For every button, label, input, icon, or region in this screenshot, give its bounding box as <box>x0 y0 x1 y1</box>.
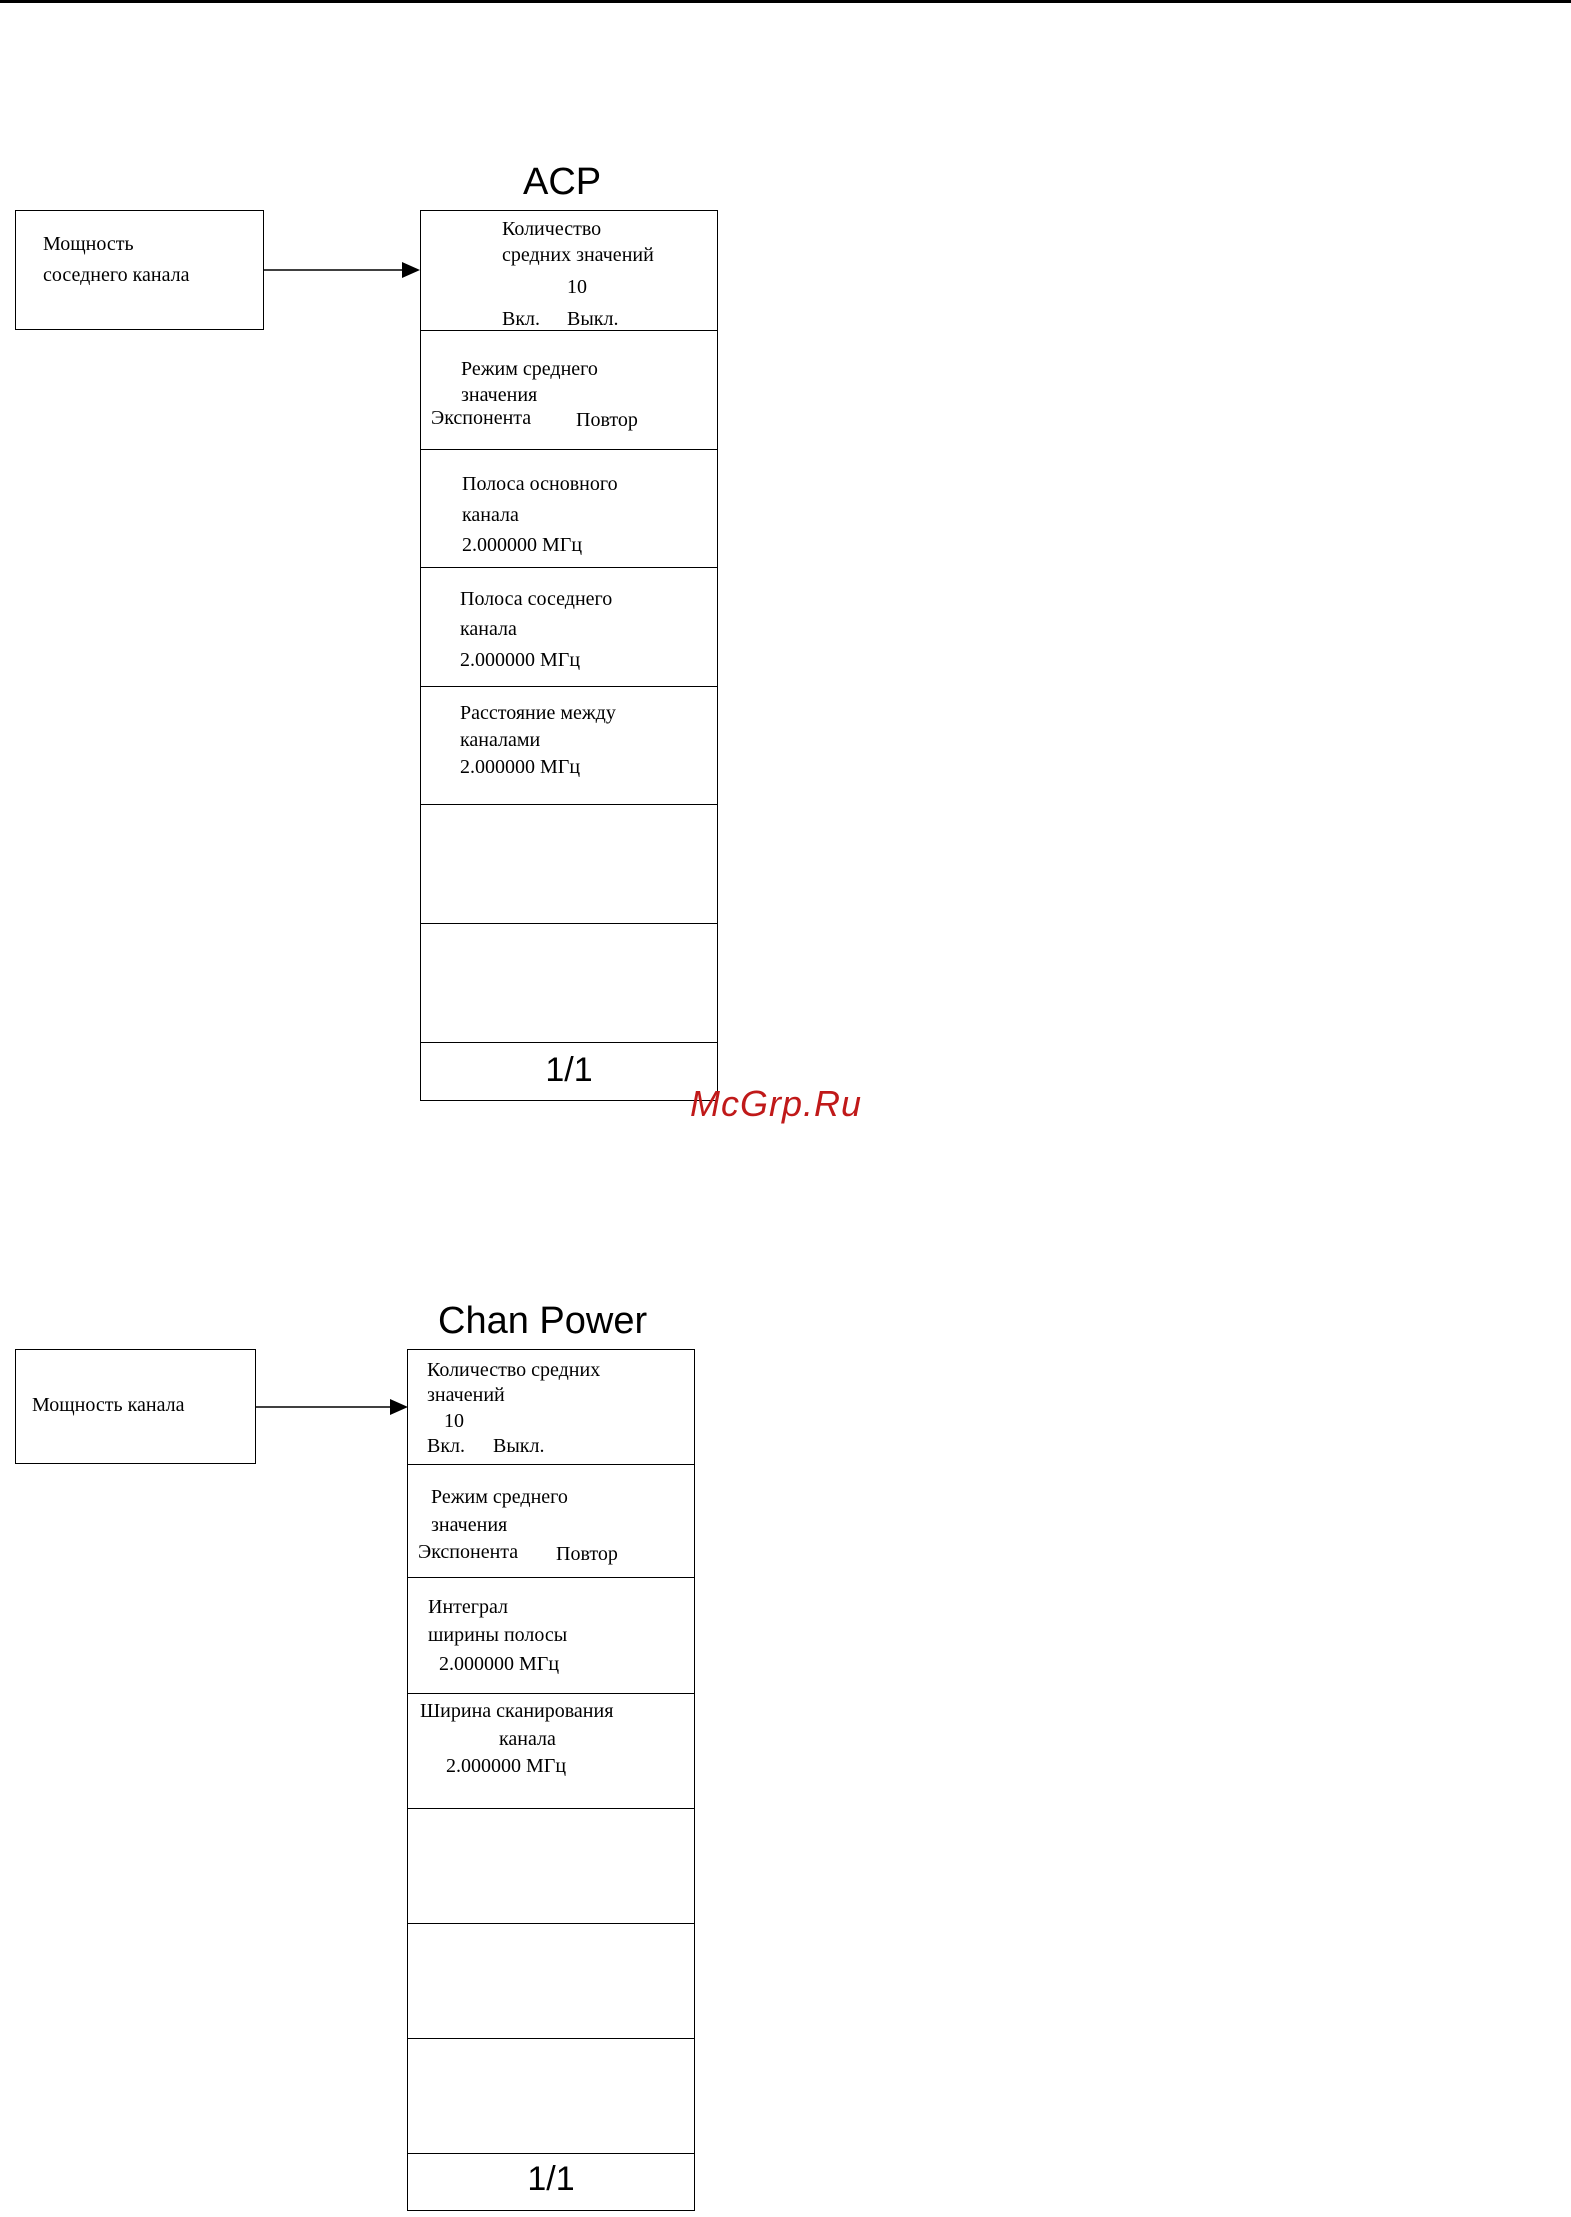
acp-main-bw-line1: Полоса основного <box>462 473 618 495</box>
chan-avg-mode-opt1: Экспонента <box>418 1541 519 1563</box>
chan-menu-title: Chan Power <box>438 1300 648 1342</box>
chan-span-line1: Ширина сканирования <box>420 1700 614 1722</box>
chan-source-box[interactable]: Мощность канала <box>15 1349 256 1464</box>
chan-int-bw-line2: ширины полосы <box>428 1624 568 1646</box>
acp-menu-title: ACP <box>523 161 602 203</box>
acp-key-main-bw[interactable]: Полоса основного канала 2.000000 МГц <box>421 450 717 568</box>
chan-key-avg-mode[interactable]: Режим среднего значения Экспонента Повто… <box>408 1465 694 1578</box>
chan-softkey-menu: Количество средних значений 10 Вкл. Выкл… <box>407 1349 695 2211</box>
chan-source-line1: Мощность канала <box>32 1394 185 1416</box>
acp-avg-mode-opt1: Экспонента <box>431 407 532 429</box>
acp-key-adj-bw[interactable]: Полоса соседнего канала 2.000000 МГц <box>421 568 717 687</box>
chan-avg-count-on: Вкл. <box>427 1435 466 1457</box>
top-rule <box>0 0 1571 3</box>
acp-adj-bw-line1: Полоса соседнего <box>460 588 613 610</box>
watermark: McGrp.Ru <box>690 1083 863 1124</box>
acp-adj-bw-value: 2.000000 МГц <box>460 649 581 671</box>
chan-key-avg-count[interactable]: Количество средних значений 10 Вкл. Выкл… <box>408 1350 694 1465</box>
acp-key-avg-count[interactable]: Количество средних значений 10 Вкл. Выкл… <box>421 211 717 331</box>
acp-main-bw-value: 2.000000 МГц <box>462 534 583 556</box>
chan-avg-count-line1: Количество средних <box>427 1359 601 1381</box>
chan-avg-count-value: 10 <box>444 1410 464 1432</box>
chan-avg-count-off: Выкл. <box>493 1435 545 1457</box>
chan-key-span[interactable]: Ширина сканирования канала 2.000000 МГц <box>408 1694 694 1809</box>
acp-source-line1: Мощность <box>43 233 134 255</box>
acp-spacing-line2: каналами <box>460 729 541 751</box>
chan-span-line2: канала <box>499 1728 556 1750</box>
chan-page-indicator-row: 1/1 <box>408 2154 694 2209</box>
acp-key-empty-2[interactable] <box>421 924 717 1043</box>
chan-avg-mode-opt2: Повтор <box>556 1543 618 1565</box>
acp-avg-count-on: Вкл. <box>502 308 541 330</box>
chan-key-empty-1[interactable] <box>408 1809 694 1924</box>
acp-avg-count-value: 10 <box>567 276 587 298</box>
chan-page-indicator: 1/1 <box>527 2160 575 2198</box>
acp-source-line2: соседнего канала <box>43 264 190 286</box>
chan-key-empty-2[interactable] <box>408 1924 694 2039</box>
acp-key-avg-mode[interactable]: Режим среднего значения Экспонента Повто… <box>421 331 717 450</box>
chan-key-empty-3[interactable] <box>408 2039 694 2154</box>
chan-avg-count-line2: значений <box>427 1384 505 1406</box>
acp-source-label: Мощность соседнего канала <box>43 229 189 291</box>
acp-avg-count-line2: средних значений <box>502 244 654 266</box>
acp-spacing-line1: Расстояние между <box>460 702 616 724</box>
acp-spacing-value: 2.000000 МГц <box>460 756 581 778</box>
chan-arrow <box>256 1399 408 1415</box>
acp-page-indicator: 1/1 <box>545 1051 593 1089</box>
acp-avg-mode-line1: Режим среднего <box>461 358 598 380</box>
acp-avg-count-line1: Количество <box>502 218 602 240</box>
chan-avg-mode-line2: значения <box>431 1514 508 1536</box>
acp-softkey-menu: Количество средних значений 10 Вкл. Выкл… <box>420 210 718 1101</box>
chan-source-label: Мощность канала <box>32 1390 185 1421</box>
acp-adj-bw-line2: канала <box>460 618 517 640</box>
chan-int-bw-value: 2.000000 МГц <box>439 1653 560 1675</box>
acp-page-indicator-row: 1/1 <box>421 1043 717 1100</box>
acp-main-bw-line2: канала <box>462 504 519 526</box>
acp-source-box[interactable]: Мощность соседнего канала <box>15 210 264 330</box>
chan-avg-mode-line1: Режим среднего <box>431 1486 568 1508</box>
acp-key-spacing[interactable]: Расстояние между каналами 2.000000 МГц <box>421 687 717 805</box>
acp-avg-mode-opt2: Повтор <box>576 409 638 431</box>
chan-int-bw-line1: Интеграл <box>428 1596 508 1618</box>
acp-arrow <box>264 262 420 278</box>
chan-key-int-bw[interactable]: Интеграл ширины полосы 2.000000 МГц <box>408 1578 694 1694</box>
acp-key-empty-1[interactable] <box>421 805 717 924</box>
acp-avg-mode-line2: значения <box>461 384 538 406</box>
acp-avg-count-off: Выкл. <box>567 308 619 330</box>
chan-span-value: 2.000000 МГц <box>446 1755 567 1777</box>
